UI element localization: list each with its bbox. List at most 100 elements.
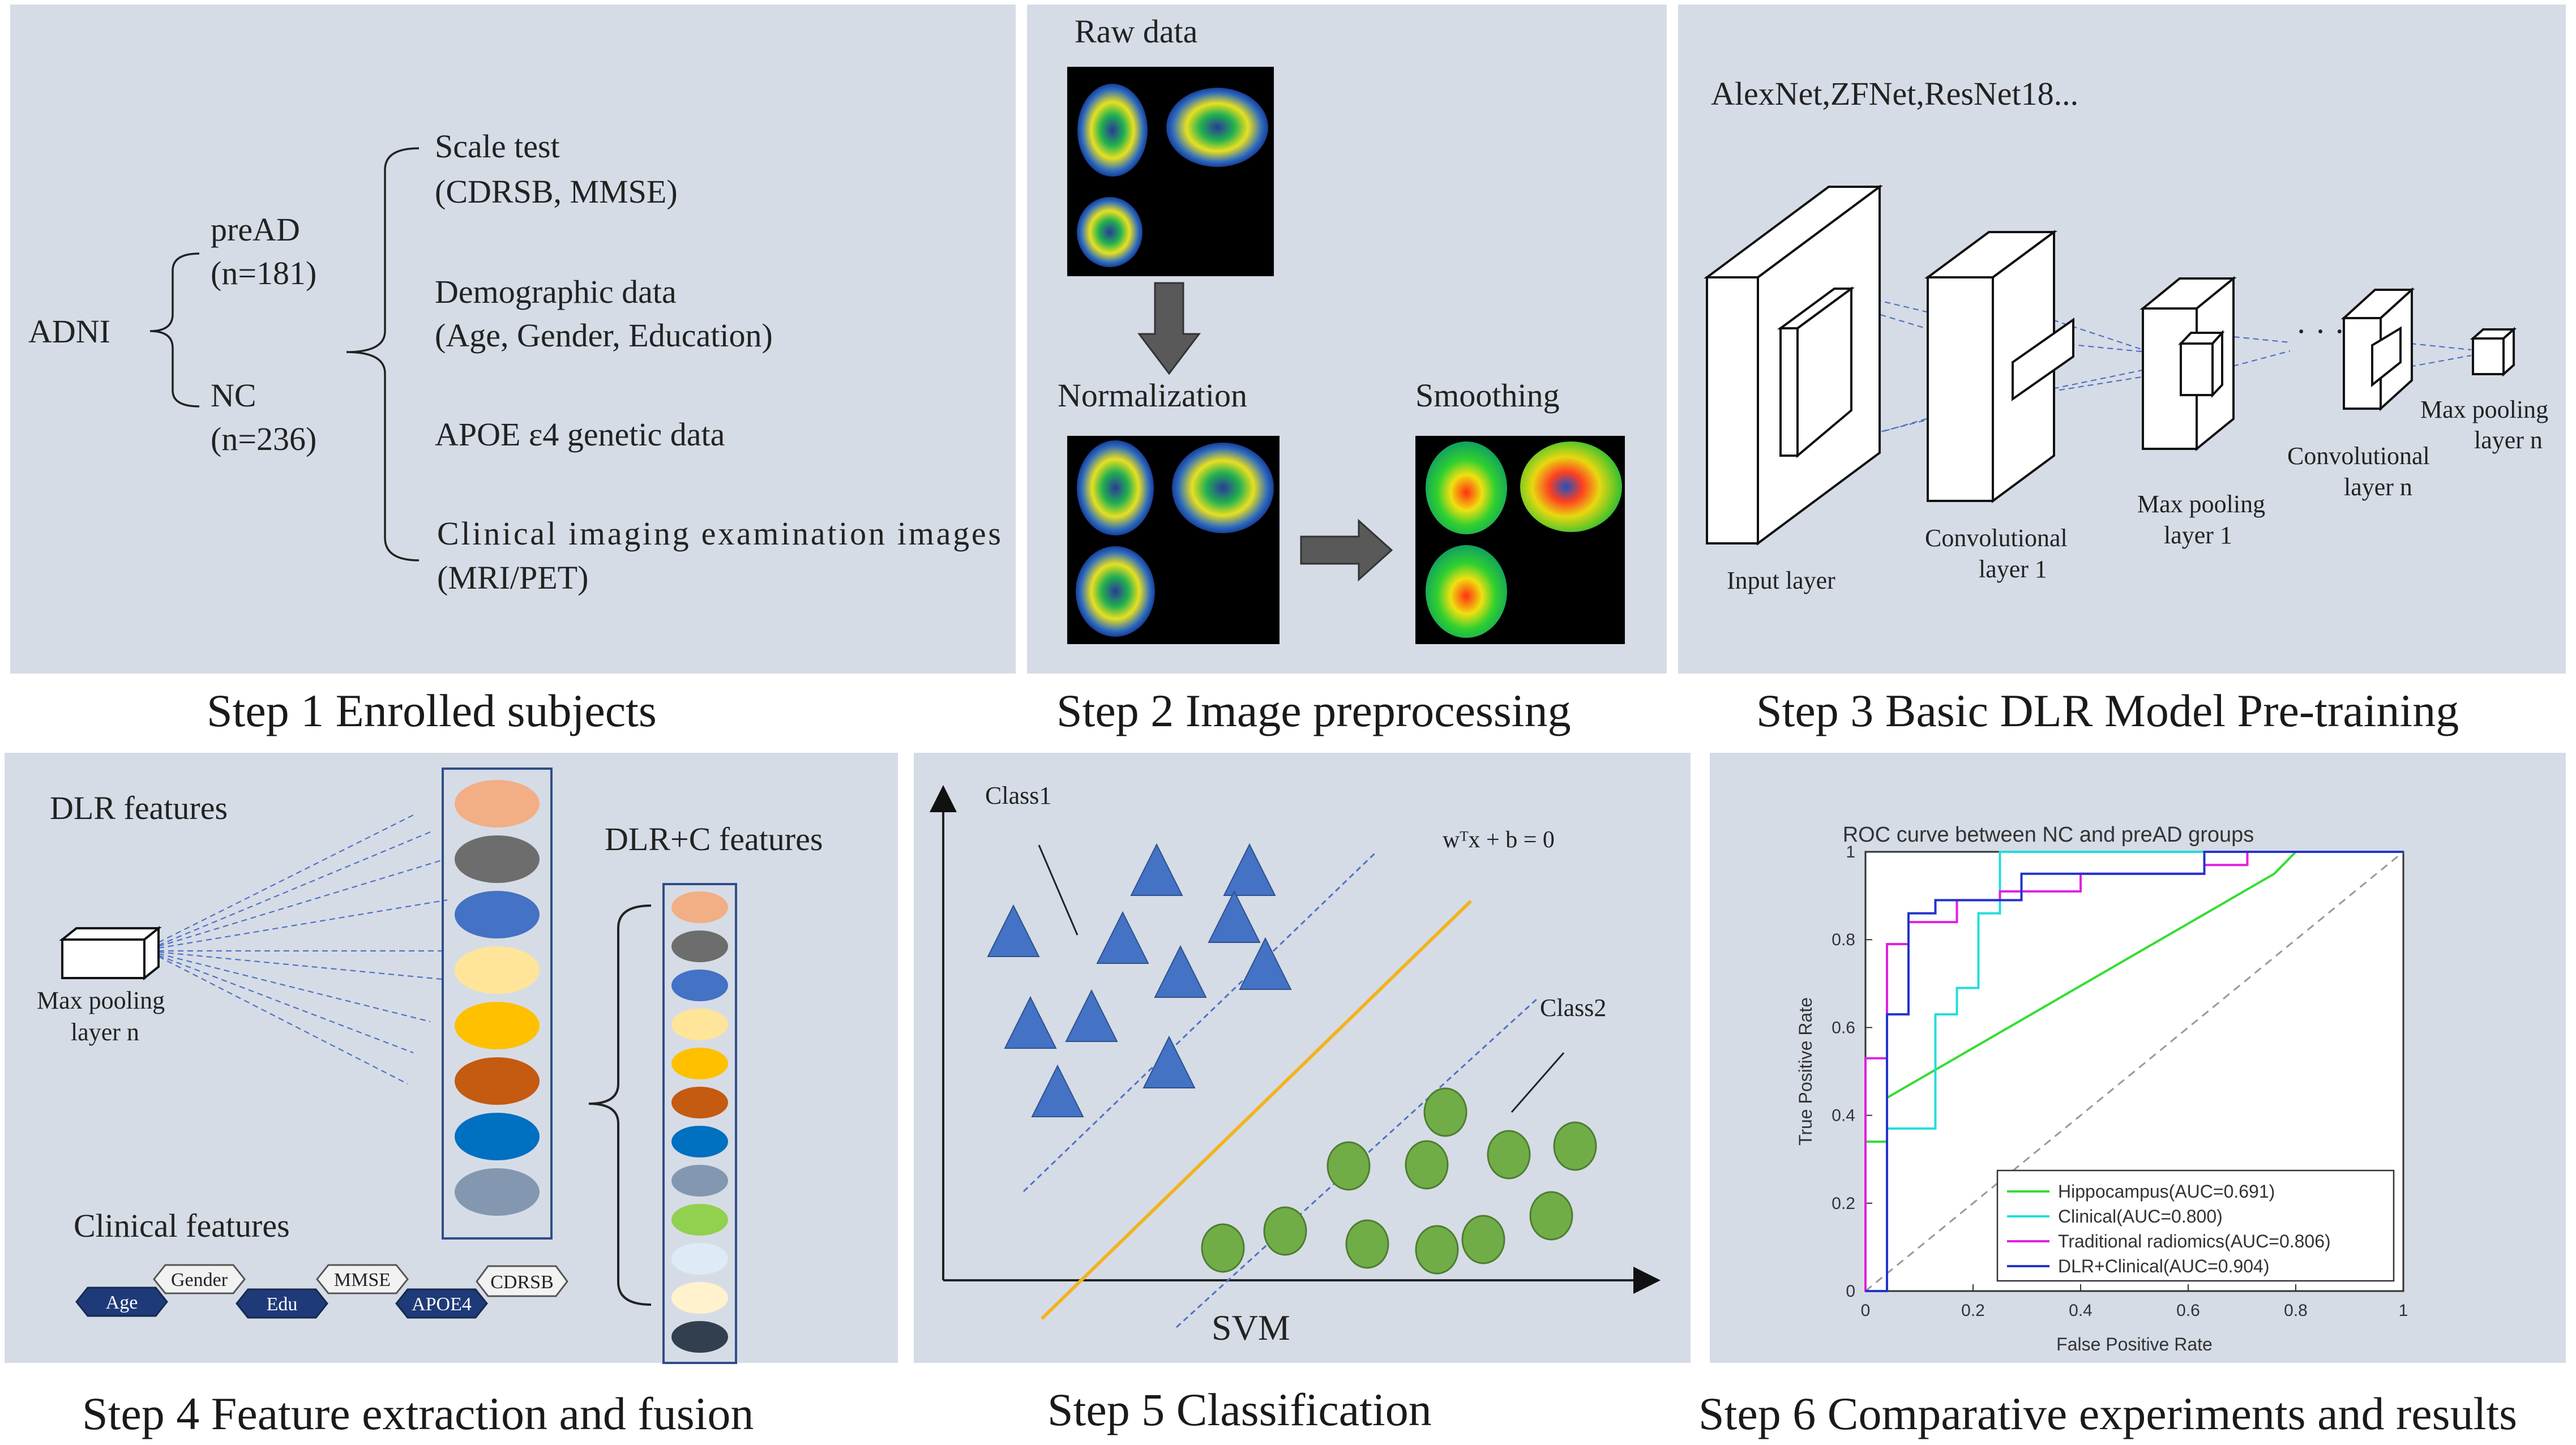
input-layer-label: Input layer [1727,567,1835,594]
margin-line-upper [1022,852,1376,1193]
class2-point [1529,1191,1573,1241]
pooling-box-small [59,925,162,981]
conv-layer-1-box [1924,230,2074,503]
class2-point [1553,1121,1597,1171]
smoothed-mri-image [1415,436,1625,644]
class2-label: Class2 [1540,994,1606,1022]
apoe-label: APOE ε4 genetic data [435,416,725,453]
imaging-detail: (MRI/PET) [437,559,588,596]
tag-mmse-text: MMSE [334,1270,391,1290]
dlrc-feature-oval [671,1009,728,1040]
roc-y-axis-label: True Positive Rate [1795,997,1816,1146]
normalized-mri-image [1067,436,1280,644]
pool-label-a: Max pooling [37,987,165,1014]
dlrc-feature-oval [671,1321,728,1353]
tag-apoe4-text: APOE4 [412,1294,472,1315]
dlrc-feature-oval [671,1165,728,1197]
scale-test-detail: (CDRSB, MMSE) [435,173,678,210]
roc-y-tick-label: 0.8 [1832,931,1855,949]
svm-label: SVM [1212,1307,1290,1348]
class2-point [1405,1140,1449,1190]
tag-edu: Edu [236,1288,328,1319]
data-brace [346,147,420,561]
roc-x-tick-label: 0.8 [2284,1301,2308,1320]
step-2-caption: Step 2 Image preprocessing [1056,685,1571,736]
tag-apoe4: APOE4 [395,1288,488,1319]
demographic-detail: (Age, Gender, Education) [435,317,773,354]
fusion-brace [588,904,652,1306]
models-label: AlexNet,ZFNet,ResNet18... [1711,75,2078,112]
roc-y-tick-label: 0.6 [1832,1018,1855,1037]
conv-layer-n-label-b: layer n [2344,473,2412,501]
class1-point [1208,890,1261,943]
demographic-label: Demographic data [435,273,677,310]
class1-point [1154,945,1207,998]
panel-2-image-preprocessing: Raw data Normalization Smoothing [1058,13,1625,644]
tag-edu-text: Edu [267,1294,298,1315]
adni-label: ADNI [28,313,110,350]
nc-label: NC [211,377,256,414]
dlr-feature-oval [455,835,540,883]
roc-series-line [1865,851,2403,1292]
scale-test-label: Scale test [435,128,560,165]
dlr-feature-oval [455,1057,540,1105]
roc-legend-entry: Hippocampus(AUC=0.691) [2058,1181,2275,1202]
class1-point [987,904,1040,957]
hyperplane-line [1040,899,1473,1320]
class2-point [1415,1225,1459,1275]
panel-5-classification: Class1 Class2 wᵀx + b = 0 SVM [930,782,1661,1348]
hyperplane-equation: wᵀx + b = 0 [1443,827,1555,853]
class1-point [1142,1035,1196,1088]
max-pooling-1-label-b: layer 1 [2164,521,2232,549]
dlr-feature-oval [455,1168,540,1216]
step-6-caption: Step 6 Comparative experiments and resul… [1698,1388,2517,1439]
roc-title: ROC curve between NC and preAD groups [1843,823,2254,847]
class2-pointer [1510,1052,1565,1113]
panel-5-background [914,753,1691,1363]
roc-legend-entry: DLR+Clinical(AUC=0.904) [2058,1256,2269,1276]
conv-layer-1-label-a: Convolutional [1925,524,2068,552]
dlr-feature-oval [455,891,540,938]
class2-point [1461,1215,1505,1264]
roc-legend-entry: Traditional radiomics(AUC=0.806) [2058,1231,2331,1251]
roc-y-tick-label: 1 [1846,843,1855,861]
dlr-feature-oval [455,780,540,827]
dlrc-feature-oval [671,1204,728,1236]
dlr-feature-column [442,767,553,1240]
raw-mri-image [1067,67,1274,276]
conv-layer-n-box [2340,287,2415,411]
conv-layer-n-label-a: Convolutional [2287,442,2430,470]
dlrc-feature-oval [671,931,728,962]
dlr-feature-oval [455,1002,540,1049]
roc-y-tick-label: 0.2 [1832,1194,1855,1213]
preAD-count: (n=181) [211,255,316,291]
down-arrow [1137,282,1201,375]
tag-gender: Gender [153,1264,246,1294]
class2-point [1326,1141,1371,1191]
class2-point [1201,1223,1245,1273]
class1-point [1096,911,1149,964]
dlrc-features-label: DLR+C features [605,821,823,857]
max-pooling-n-label-b: layer n [2474,426,2543,454]
class1-point [1004,996,1057,1049]
class1-point [1130,843,1183,896]
step-1-caption: Step 1 Enrolled subjects [207,685,657,736]
max-pooling-n-label-a: Max pooling [2420,396,2548,423]
max-pooling-1-label-a: Max pooling [2137,490,2265,518]
roc-x-axis-label: False Positive Rate [2056,1334,2213,1354]
tag-gender-text: Gender [171,1270,228,1290]
class1-point [1239,937,1292,990]
imaging-label: Clinical imaging examination images [437,515,1001,552]
raw-data-label: Raw data [1075,13,1197,50]
roc-y-tick-label: 0.4 [1832,1107,1855,1125]
dlr-feature-oval [455,946,540,994]
max-pooling-1-box [2139,276,2237,452]
class1-label: Class1 [985,782,1051,809]
panel-1-background [10,5,1016,674]
roc-legend-entry: Clinical(AUC=0.800) [2058,1206,2223,1227]
pool-label-b: layer n [71,1018,139,1046]
dlrc-feature-oval [671,970,728,1001]
step-4-caption: Step 4 Feature extraction and fusion [82,1388,754,1439]
class2-point [1423,1087,1467,1137]
